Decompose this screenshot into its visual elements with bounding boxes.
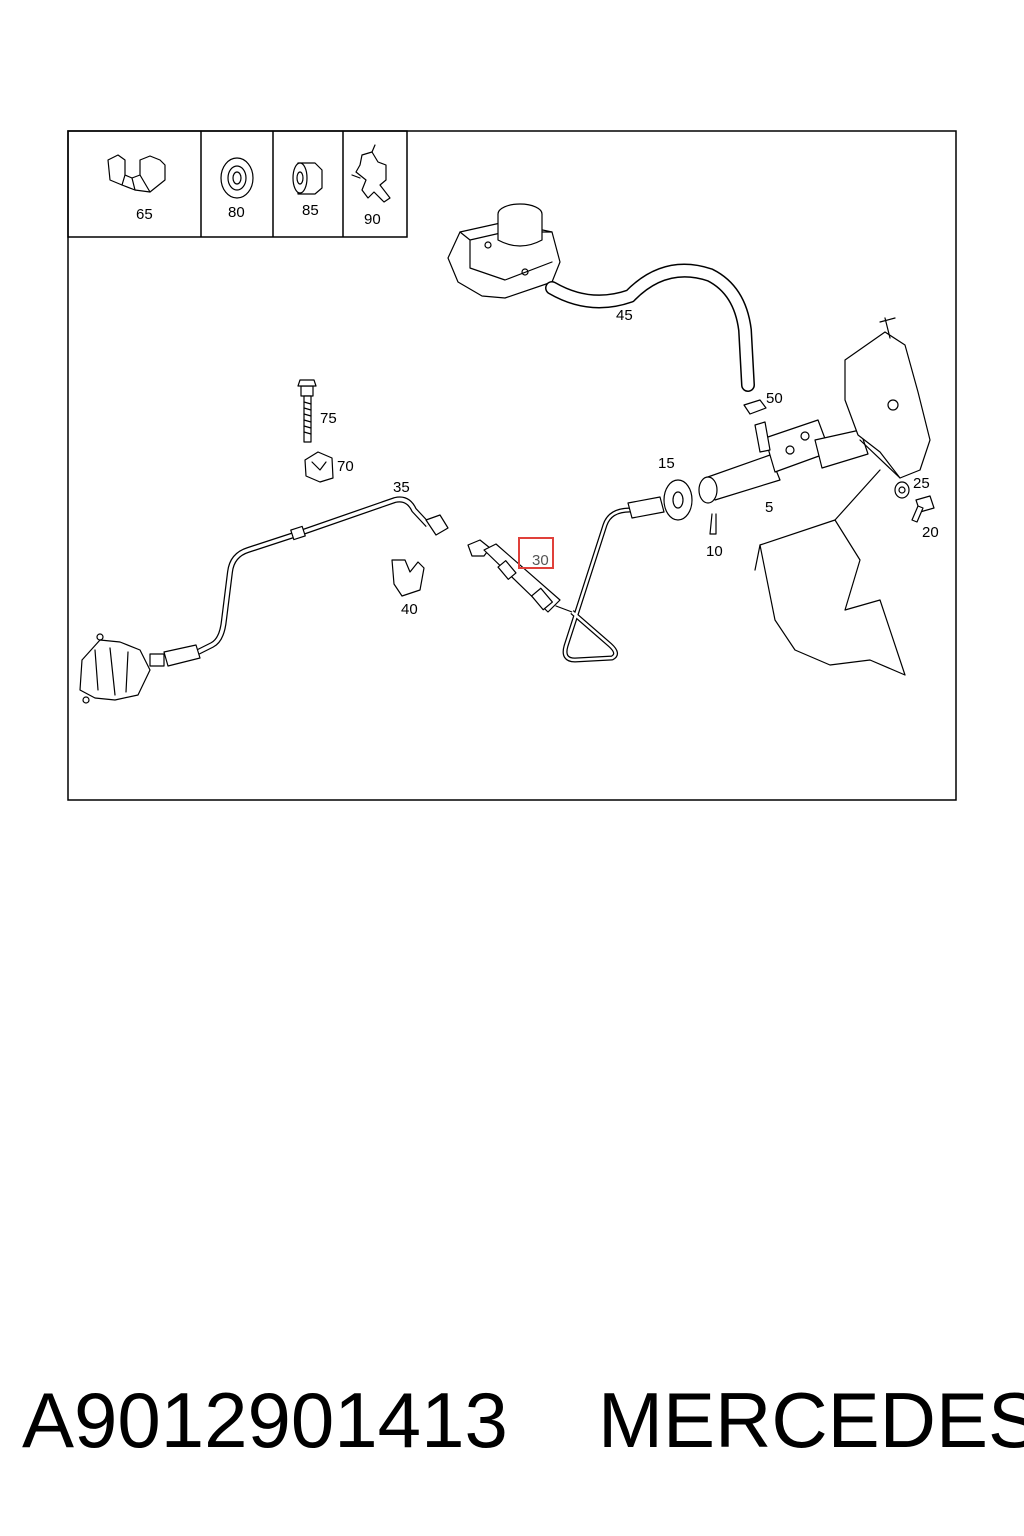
master-cylinder-5 <box>698 419 901 504</box>
clip-40 <box>391 559 425 597</box>
hose-45 <box>545 263 755 392</box>
grommet-80-icon <box>220 157 254 199</box>
clip-65-icon <box>107 154 166 193</box>
callout-20: 20 <box>922 524 939 541</box>
clip-50 <box>743 399 767 415</box>
inset-label-85: 85 <box>302 202 319 219</box>
slave-cylinder <box>79 633 201 704</box>
bolt-20 <box>911 495 935 523</box>
pipe-loop <box>562 496 665 663</box>
pedal-bracket <box>754 317 931 676</box>
inset-label-65: 65 <box>136 206 153 223</box>
hose-30 <box>467 539 573 613</box>
inset-panel <box>67 130 408 238</box>
callout-50: 50 <box>766 390 783 407</box>
callout-45: 45 <box>616 307 633 324</box>
inset-label-90: 90 <box>364 211 381 228</box>
callout-5: 5 <box>765 499 773 516</box>
flange-15 <box>663 479 693 521</box>
callout-10: 10 <box>706 543 723 560</box>
brand-name: MERCEDES <box>598 1376 1024 1464</box>
inset-label-80: 80 <box>228 204 245 221</box>
callout-30: 30 <box>532 552 549 569</box>
callout-25: 25 <box>913 475 930 492</box>
grommet-85-icon <box>292 162 323 195</box>
bolt-75 <box>297 379 317 443</box>
washer-25 <box>894 481 910 499</box>
clip-70 <box>304 451 334 483</box>
pin-10 <box>709 513 717 535</box>
callout-70: 70 <box>337 458 354 475</box>
callout-35: 35 <box>393 479 410 496</box>
pipe-35 <box>196 496 449 655</box>
callout-15: 15 <box>658 455 675 472</box>
diagram-frame <box>67 130 957 801</box>
fluid-reservoir <box>447 203 561 299</box>
clip-90-icon <box>351 144 391 203</box>
callout-40: 40 <box>401 601 418 618</box>
part-number: A9012901413 <box>22 1376 508 1464</box>
highlight-box <box>518 537 554 569</box>
callout-75: 75 <box>320 410 337 427</box>
